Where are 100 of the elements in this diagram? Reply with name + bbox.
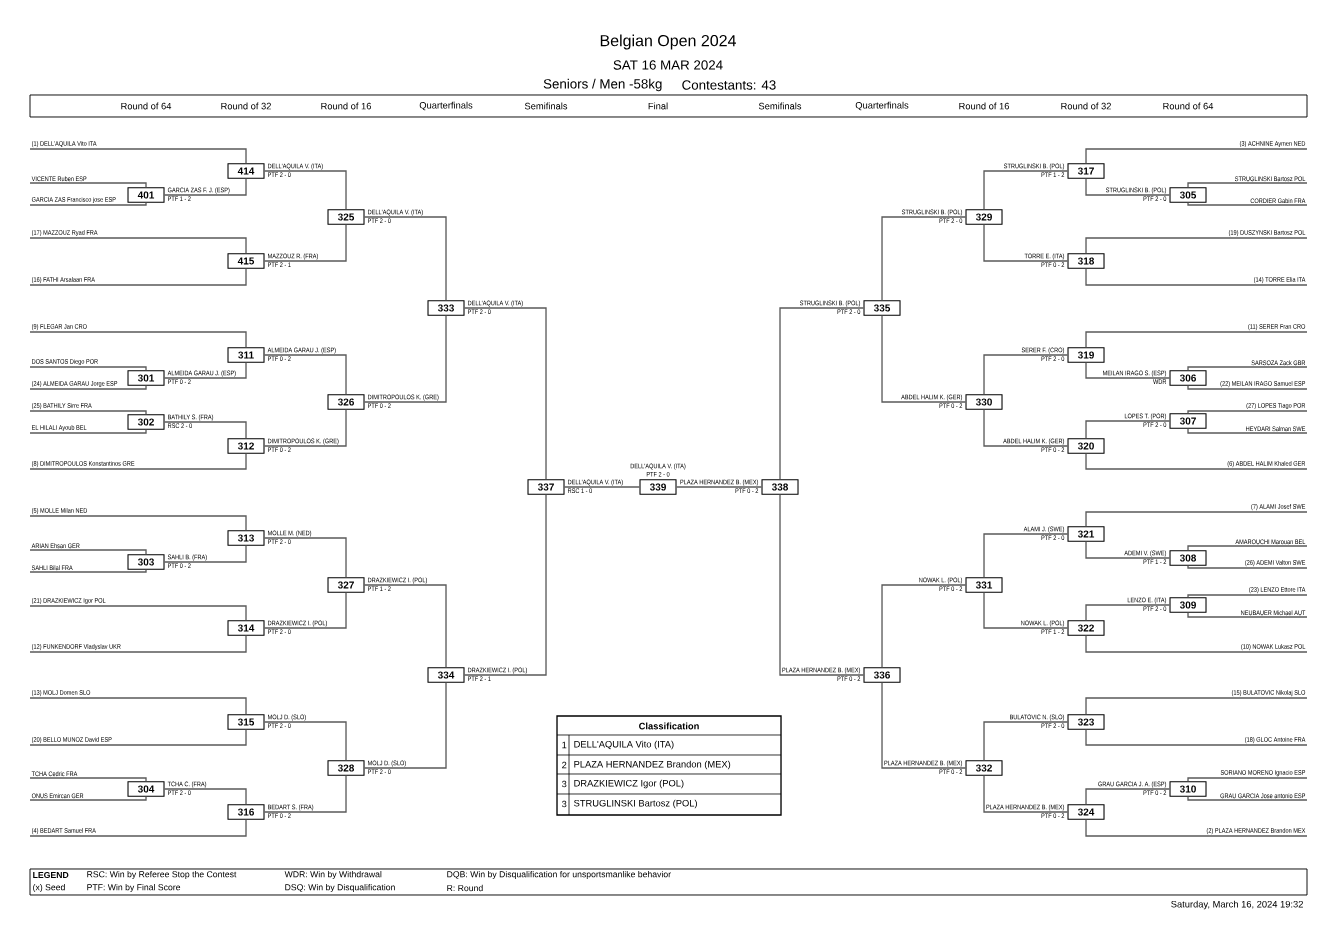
round-label: Round of 16	[321, 102, 371, 110]
match-box: 329	[965, 209, 1003, 225]
bracket-line	[1085, 604, 1171, 621]
bracket-line	[881, 315, 967, 403]
match-box: 336	[863, 667, 901, 683]
bracket-line	[983, 409, 1069, 447]
bracket-line	[1085, 420, 1171, 439]
bracket-line	[1187, 366, 1308, 371]
legend-entry: RSC: Win by Referee Stop the Contest	[87, 870, 237, 880]
match-box: 319	[1067, 347, 1105, 363]
match-box: 308	[1169, 550, 1207, 566]
match-box: 311	[227, 347, 265, 363]
match-box: 302	[127, 414, 165, 430]
bracket-line	[163, 545, 247, 563]
bracket-line	[1085, 268, 1308, 286]
round-label: Final	[648, 102, 668, 110]
bracket-line	[1085, 148, 1308, 164]
bracket-line	[1085, 541, 1171, 559]
round-label: Round of 64	[1163, 102, 1214, 110]
bracket-line	[675, 486, 763, 488]
bracket-line	[29, 429, 147, 434]
match-box: 334	[427, 667, 465, 683]
match-box: 327	[327, 577, 365, 593]
bracket-line	[29, 515, 247, 531]
match-box: 304	[127, 781, 165, 797]
bracket-line	[29, 453, 247, 470]
round-label: Quarterfinals	[419, 101, 473, 111]
bracket-line	[163, 788, 247, 805]
table-cell: DRAZKIEWICZ Igor (POL)	[574, 779, 684, 789]
table-header: Classification	[639, 722, 699, 730]
table-cell: 1	[562, 741, 567, 749]
bracket-line	[1085, 331, 1308, 348]
match-box: 337	[527, 479, 565, 495]
bracket-line	[1187, 202, 1308, 206]
bracket-line	[983, 592, 1069, 629]
bracket-line	[263, 775, 347, 813]
match-box: 313	[227, 530, 265, 546]
table-cell: PLAZA HERNANDEZ Brandon (MEX)	[574, 760, 731, 770]
bracket-line	[163, 421, 247, 439]
bracket-line	[1187, 777, 1308, 782]
round-label: Round of 64	[121, 102, 172, 110]
bracket-line	[29, 796, 147, 801]
bracket-line	[983, 533, 1069, 578]
bracket-line	[29, 605, 247, 621]
bracket-line	[263, 224, 347, 262]
bracket-line	[1187, 410, 1308, 414]
bracket-line	[263, 170, 347, 210]
bracket-line	[29, 729, 247, 746]
bracket-line	[1085, 237, 1308, 254]
bracket-line	[29, 237, 247, 254]
bracket-line	[983, 775, 1069, 813]
table-cell: 3	[561, 780, 567, 788]
bracket-line	[881, 216, 967, 301]
round-label: Round of 32	[1061, 102, 1111, 110]
round-label: Semifinals	[524, 102, 568, 110]
match-box: 310	[1169, 781, 1207, 797]
match-box: 303	[127, 554, 165, 570]
bracket-line	[263, 409, 347, 447]
legend-entry: DQB: Win by Disqualification for unsportsmanlike behavior	[447, 870, 671, 880]
bracket-line	[1085, 453, 1308, 470]
table-cell: STRUGLINSKI Bartosz (POL)	[574, 799, 697, 809]
round-label: Semifinals	[758, 102, 802, 110]
legend-entry: PTF: Win by Final Score	[87, 883, 181, 893]
bracket-line	[263, 354, 347, 395]
round-label: Round of 16	[959, 102, 1009, 110]
bracket-line	[1187, 182, 1308, 188]
bracket-line	[983, 721, 1069, 761]
bracket-line	[29, 549, 147, 555]
match-box: 306	[1169, 370, 1207, 386]
bracket-line	[983, 170, 1069, 210]
match-box: 316	[227, 804, 265, 820]
bracket-line	[1085, 635, 1308, 653]
round-label: Round of 32	[221, 102, 271, 110]
bracket-line	[779, 307, 865, 480]
match-box: 314	[227, 620, 265, 636]
match-box: 331	[965, 577, 1003, 593]
match-box: 333	[427, 300, 465, 316]
match-box: 321	[1067, 526, 1105, 542]
bracket-line	[263, 721, 347, 761]
bracket-line	[1187, 428, 1308, 434]
match-box: 338	[761, 479, 799, 495]
bracket-line	[29, 385, 147, 390]
match-box: 401	[127, 187, 165, 203]
bracket-line	[463, 494, 547, 676]
bracket-line	[779, 494, 865, 676]
match-box: 320	[1067, 438, 1105, 454]
match-box: 325	[327, 209, 365, 225]
match-box: 317	[1067, 163, 1105, 179]
event-date: SAT 16 MAR 2024	[613, 60, 723, 70]
bracket-line	[881, 584, 967, 668]
match-box: 318	[1067, 253, 1105, 269]
bracket-line	[363, 682, 447, 769]
bracket-line	[1187, 594, 1308, 598]
bracket-line	[1085, 362, 1171, 379]
match-box: 324	[1067, 804, 1105, 820]
match-box: 328	[327, 760, 365, 776]
bracket-line	[29, 331, 247, 348]
bracket-line	[881, 682, 967, 769]
bracket-line	[29, 202, 147, 206]
match-box: 415	[227, 253, 265, 269]
